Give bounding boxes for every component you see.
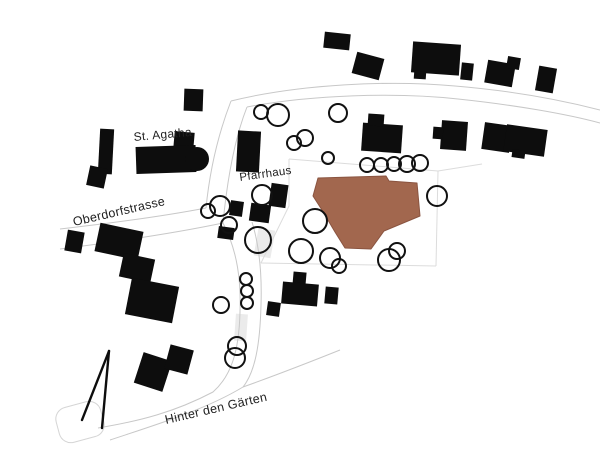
building-footprint xyxy=(183,88,204,112)
tree-symbol xyxy=(321,151,335,165)
tree-symbol xyxy=(373,157,389,173)
building-footprint xyxy=(324,286,339,305)
road-edge xyxy=(222,106,248,224)
building-footprint xyxy=(503,124,548,157)
layer-trees xyxy=(200,103,448,369)
tree-symbol xyxy=(426,185,448,207)
tree-symbol xyxy=(286,135,302,151)
road-edge xyxy=(59,222,224,250)
road-edge xyxy=(59,207,207,230)
street-label-oberdorfstrasse: Oberdorfstrasse xyxy=(72,194,167,229)
layer-roads xyxy=(59,82,600,441)
tree-symbol xyxy=(239,272,253,286)
street-label-hinter-den-gaerten: Hinter den Gärten xyxy=(164,390,269,427)
driveway xyxy=(234,313,248,342)
building-footprint xyxy=(64,229,85,254)
tree-symbol xyxy=(200,203,216,219)
building-footprint xyxy=(235,130,262,173)
plot-outline-shape xyxy=(55,400,105,444)
tree-symbol xyxy=(240,296,254,310)
survey-mark-line xyxy=(80,349,111,422)
building-footprint xyxy=(86,165,108,189)
layer-buildings xyxy=(64,31,558,392)
survey-mark-line xyxy=(100,349,111,430)
building-footprint xyxy=(97,128,115,175)
tree-symbol xyxy=(398,155,416,173)
tree-symbol xyxy=(209,195,231,217)
tree-symbol xyxy=(386,156,402,172)
tree-symbol xyxy=(411,154,429,172)
tree-symbol xyxy=(224,347,246,369)
building-footprint xyxy=(164,344,194,375)
road-edge xyxy=(109,221,262,441)
building-footprint xyxy=(124,277,180,324)
building-footprint xyxy=(323,31,351,51)
tree-symbol xyxy=(319,247,341,269)
building-footprint xyxy=(410,41,462,76)
road-edge xyxy=(97,222,241,429)
building-footprint xyxy=(268,182,289,209)
building-footprint xyxy=(460,62,474,81)
church-apse xyxy=(185,147,209,171)
building-footprint xyxy=(266,301,281,317)
building-footprint xyxy=(351,51,385,81)
road-edge xyxy=(246,94,600,124)
building-footprint xyxy=(432,126,444,140)
building-footprint xyxy=(133,352,173,392)
tree-symbol xyxy=(328,103,348,123)
layer-highlight xyxy=(312,175,421,250)
tree-symbol xyxy=(296,129,314,147)
building-footprint xyxy=(511,149,526,159)
street-label-st-agatha: St. Agatha xyxy=(133,125,192,144)
building-footprint xyxy=(440,120,468,151)
building-footprint xyxy=(367,113,385,127)
building-footprint xyxy=(118,252,156,284)
new-building-footprint xyxy=(312,175,421,250)
tree-symbol xyxy=(251,184,273,206)
tree-symbol xyxy=(331,258,347,274)
building-footprint xyxy=(173,131,195,150)
layer-outline-shape xyxy=(55,400,105,444)
road-edge xyxy=(230,82,600,111)
tree-symbol xyxy=(253,104,269,120)
tree-symbol xyxy=(220,216,238,234)
layer-survey xyxy=(80,349,111,430)
building-footprint xyxy=(94,222,144,261)
parcel-boundary xyxy=(437,163,483,172)
tree-symbol xyxy=(240,284,254,298)
tree-symbol xyxy=(266,103,290,127)
tree-symbol xyxy=(288,238,314,264)
building-footprint xyxy=(248,202,272,224)
building-footprint xyxy=(361,122,403,154)
road-edge xyxy=(205,100,232,209)
building-footprint xyxy=(506,55,521,71)
building-footprint xyxy=(135,144,197,175)
tree-symbol xyxy=(212,296,230,314)
tree-symbol xyxy=(244,226,272,254)
building-footprint xyxy=(281,281,319,307)
tree-symbol xyxy=(388,242,406,260)
road-edge xyxy=(242,349,341,388)
building-footprint xyxy=(229,200,244,217)
tree-symbol xyxy=(227,336,247,356)
tree-symbol xyxy=(302,208,328,234)
building-footprint xyxy=(534,65,558,94)
parcel-boundary xyxy=(260,262,437,267)
building-footprint xyxy=(413,70,427,80)
